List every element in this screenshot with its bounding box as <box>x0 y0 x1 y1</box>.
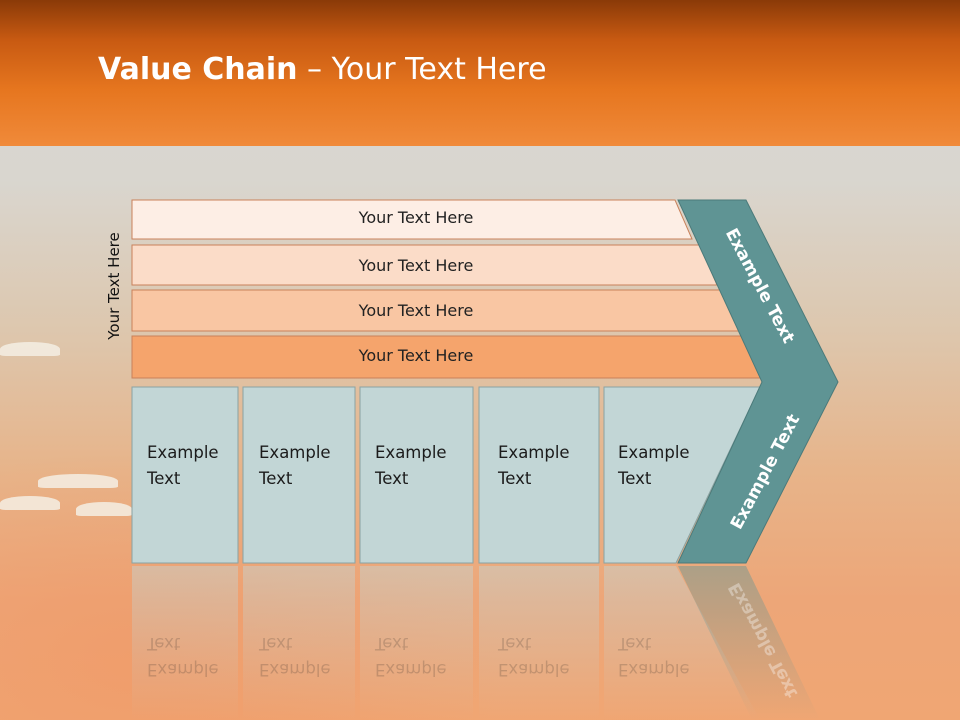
reflect-line2: Text <box>375 634 409 653</box>
box-label-line1: Example <box>498 443 570 462</box>
reflect-line1: Example <box>259 660 331 679</box>
reflect-line1: Example <box>618 660 690 679</box>
box-reflection <box>604 566 760 720</box>
box-reflection <box>479 566 599 720</box>
box-label-reflection: Example Text <box>259 630 331 682</box>
primary-box-5[interactable] <box>603 386 761 564</box>
umbrella-shape <box>0 496 60 510</box>
box-label-reflection: Example Text <box>147 630 219 682</box>
box-label-line1: Example <box>147 443 219 462</box>
box-label-line2: Text <box>259 469 293 488</box>
reflect-line2: Text <box>147 634 181 653</box>
box-reflection <box>360 566 473 720</box>
slide-header-bar: Value Chain – Your Text Here <box>0 0 960 146</box>
box-label-line2: Text <box>498 469 532 488</box>
box-label-reflection: Example Text <box>498 630 570 682</box>
reflect-line1: Example <box>375 660 447 679</box>
umbrella-shape <box>0 342 60 356</box>
box-label-reflection: Example Text <box>375 630 447 682</box>
reflect-line1: Example <box>498 660 570 679</box>
reflect-line2: Text <box>618 634 652 653</box>
support-row-1[interactable] <box>131 199 693 240</box>
row-label-1: Your Text Here <box>358 208 474 227</box>
box-label-line2: Text <box>618 469 652 488</box>
box-label-line1: Example <box>259 443 331 462</box>
primary-box-4[interactable] <box>478 386 600 564</box>
title-rest: – Your Text Here <box>297 52 547 87</box>
umbrella-shape <box>38 474 118 488</box>
primary-box-2[interactable] <box>242 386 356 564</box>
umbrella-shape <box>76 502 132 516</box>
reflect-line2: Text <box>259 634 293 653</box>
row-label-4: Your Text Here <box>358 346 474 365</box>
box-label-line2: Text <box>147 469 181 488</box>
primary-box-1[interactable] <box>131 386 239 564</box>
box-reflection <box>132 566 238 720</box>
box-label-line1: Example <box>618 443 690 462</box>
row-label-3: Your Text Here <box>358 301 474 320</box>
box-label-line2: Text <box>375 469 409 488</box>
title-bold: Value Chain <box>98 52 298 87</box>
slide-title: Value Chain – Your Text Here <box>98 52 547 87</box>
reflect-line1: Example <box>147 660 219 679</box>
row-label-2: Your Text Here <box>358 256 474 275</box>
margin-arrow[interactable] <box>677 199 839 564</box>
arrow-reflection <box>678 566 820 720</box>
primary-box-3[interactable] <box>359 386 474 564</box>
box-reflection <box>243 566 355 720</box>
box-label-reflection: Example Text <box>618 630 690 682</box>
box-label-line1: Example <box>375 443 447 462</box>
reflect-line2: Text <box>498 634 532 653</box>
